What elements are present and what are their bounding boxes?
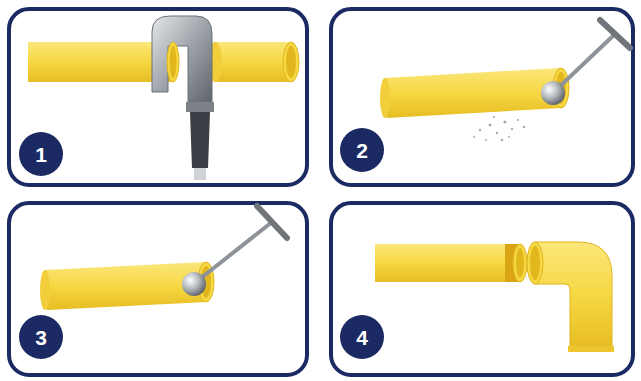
step-panel [331, 203, 633, 375]
step-panel [331, 9, 633, 185]
callout-number: 3 [19, 315, 63, 359]
step-number-badge: 3 [19, 315, 63, 359]
pipe-cutting [28, 16, 299, 180]
pipe-deburring [380, 20, 630, 141]
pipe-fitting [375, 242, 614, 352]
step-panel [9, 9, 307, 185]
callout-number: 1 [19, 132, 63, 176]
step-number-badge: 4 [340, 315, 384, 359]
pipe-chamfering [40, 206, 287, 310]
callout-number: 4 [340, 315, 384, 359]
step-panel [9, 203, 307, 375]
callout-number: 2 [340, 128, 384, 172]
step-number-badge: 2 [340, 128, 384, 172]
step-number-badge: 1 [19, 132, 63, 176]
